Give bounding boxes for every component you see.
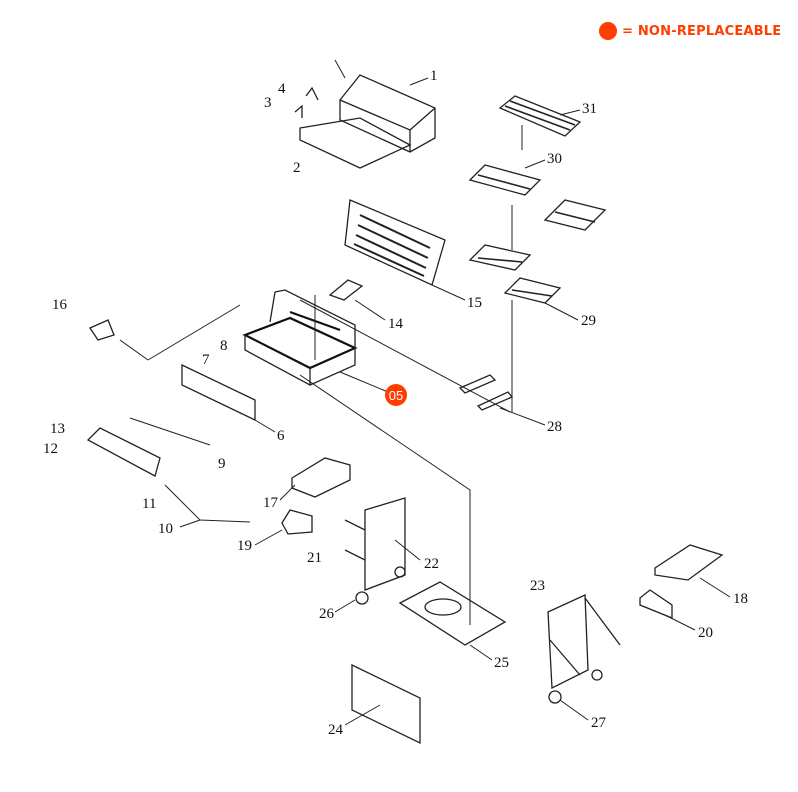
part-side-bracket (89, 319, 115, 341)
part-label[interactable]: 30 (547, 151, 562, 167)
part-label[interactable]: 6 (277, 428, 285, 444)
part-label[interactable]: 3 (264, 95, 272, 111)
legend: = NON-REPLACEABLE (599, 22, 781, 40)
legend-text: = NON-REPLACEABLE (622, 23, 782, 39)
part-label[interactable]: 24 (328, 722, 344, 738)
part-label[interactable]: 10 (158, 521, 173, 537)
part-labels: 1 2 3 4 6 7 8 9 10 11 12 13 14 15 16 17 … (43, 68, 748, 738)
part-front-panel (86, 427, 161, 477)
part-cart-frame-right (547, 594, 621, 704)
badge-label: 05 (389, 388, 403, 403)
part-heat-shield (344, 199, 446, 286)
part-label[interactable]: 17 (263, 495, 279, 511)
leader-lines (179, 77, 731, 726)
part-label[interactable]: 8 (220, 338, 228, 354)
part-label[interactable]: 14 (388, 316, 404, 332)
part-label[interactable]: 28 (547, 419, 562, 435)
badge-circle (385, 384, 407, 406)
part-label[interactable]: 19 (237, 538, 252, 554)
part-label[interactable]: 7 (202, 352, 210, 368)
part-lid (294, 59, 436, 169)
part-label[interactable]: 11 (142, 496, 156, 512)
part-bracket-right (639, 589, 673, 619)
part-bracket-left (281, 509, 313, 535)
part-label[interactable]: 12 (43, 441, 58, 457)
part-grates (468, 95, 607, 412)
part-side-shelf-left (291, 457, 351, 498)
part-label[interactable]: 9 (218, 456, 226, 472)
non-replaceable-dot-icon (599, 22, 617, 40)
part-burners (299, 299, 514, 413)
part-label[interactable]: 1 (430, 68, 438, 84)
part-cart-frame-left (344, 497, 406, 605)
part-side-shelf-right (654, 544, 724, 581)
part-label[interactable]: 21 (307, 550, 322, 566)
part-label[interactable]: 26 (319, 606, 335, 622)
part-label[interactable]: 13 (50, 421, 65, 437)
part-label[interactable]: 18 (733, 591, 748, 607)
part-label[interactable]: 29 (581, 313, 596, 329)
non-replaceable-badge[interactable]: 05 (385, 384, 407, 406)
part-bottom-shelf (299, 374, 507, 646)
part-label[interactable]: 15 (467, 295, 482, 311)
part-firebox (242, 279, 364, 387)
part-label[interactable]: 4 (278, 81, 286, 97)
part-control-panel (181, 363, 256, 422)
part-label[interactable]: 22 (424, 556, 439, 572)
part-label[interactable]: 20 (698, 625, 713, 641)
part-label[interactable]: 31 (582, 101, 597, 117)
part-label[interactable]: 2 (293, 160, 301, 176)
part-label[interactable]: 23 (530, 578, 545, 594)
part-label[interactable]: 27 (591, 715, 607, 731)
part-label[interactable]: 25 (494, 655, 509, 671)
part-label[interactable]: 16 (52, 297, 68, 313)
part-door (351, 663, 421, 745)
